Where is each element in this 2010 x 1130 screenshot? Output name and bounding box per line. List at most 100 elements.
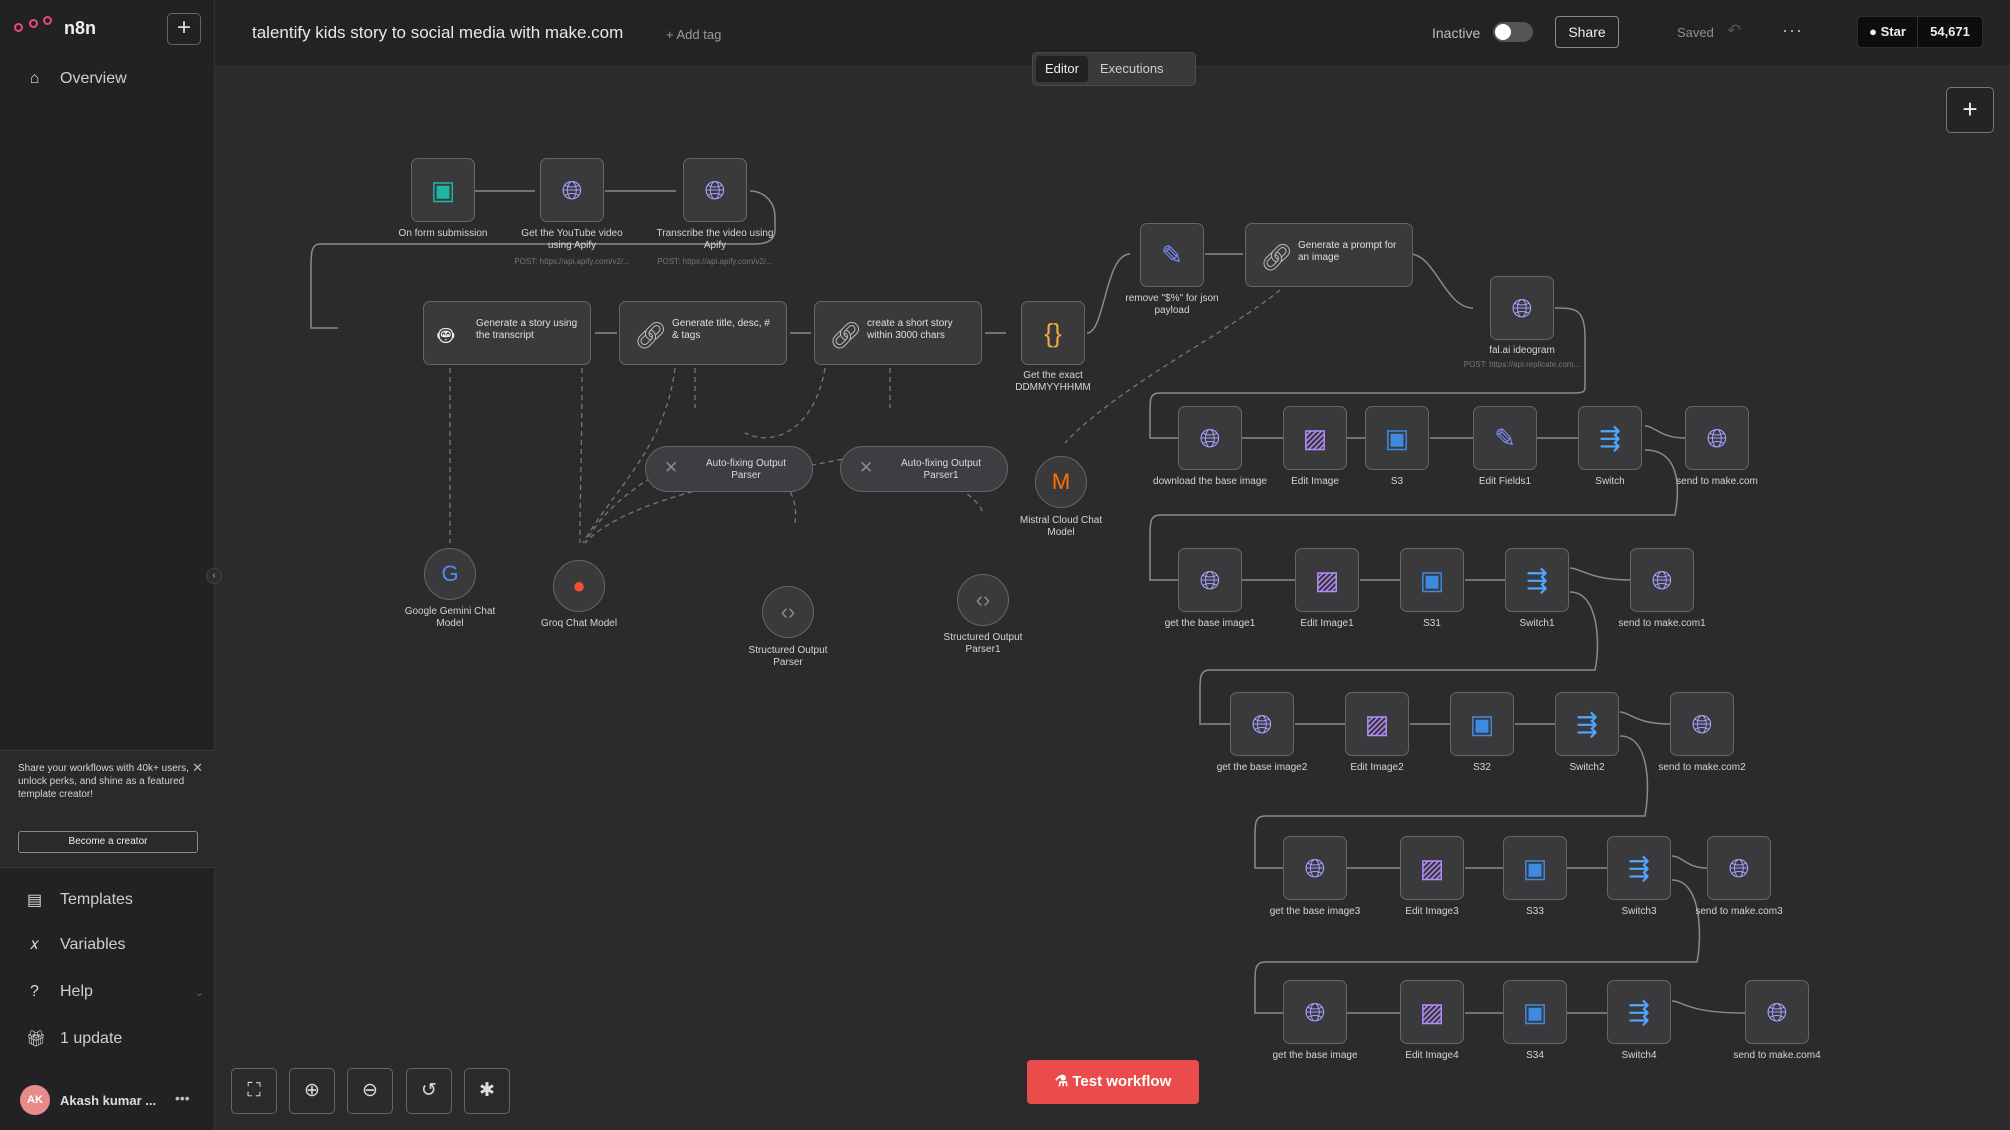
add-tag-button[interactable]: + Add tag: [666, 27, 722, 42]
s3-node[interactable]: ▣: [1400, 548, 1464, 612]
gemini-model-node[interactable]: G: [424, 548, 476, 600]
switch-node[interactable]: ⇶: [1578, 406, 1642, 470]
edit-image-node[interactable]: ▨: [1345, 692, 1409, 756]
edit-image-node[interactable]: ▨: [1283, 406, 1347, 470]
saved-status: Saved: [1677, 25, 1714, 40]
sidebar-item-label: Help: [60, 983, 93, 1000]
node-subtitle: POST: https://api.apify.com/v2/...: [514, 257, 630, 266]
image-icon: ▨: [1419, 853, 1445, 883]
add-node-button[interactable]: +: [1946, 87, 1994, 133]
http-request-node[interactable]: 🌐︎: [540, 158, 604, 222]
output-parser-node[interactable]: ✕ Auto-fixing Output Parser: [645, 446, 813, 492]
http-request-node[interactable]: 🌐︎: [1670, 692, 1734, 756]
structured-parser-node[interactable]: ‹›: [957, 574, 1009, 626]
node-label: get the base image2: [1216, 762, 1308, 773]
edit-image-node[interactable]: ▨: [1400, 836, 1464, 900]
home-icon: ⌂: [29, 70, 40, 87]
google-icon: G: [441, 561, 459, 586]
node-label: get the base image: [1272, 1050, 1358, 1061]
globe-icon: 🌐︎: [1728, 853, 1750, 883]
node-label: send to make.com: [1676, 476, 1758, 487]
edit-image-node[interactable]: ▨: [1295, 548, 1359, 612]
set-node[interactable]: ✎: [1140, 223, 1204, 287]
llm-chain-node[interactable]: 🔗︎ create a short story within 3000 char…: [814, 301, 982, 365]
more-options-icon[interactable]: ···: [1782, 20, 1803, 40]
pencil-icon: ✎: [1494, 423, 1516, 453]
http-request-node[interactable]: 🌐︎: [1230, 692, 1294, 756]
debug-icon[interactable]: ✱: [464, 1068, 510, 1114]
http-request-node[interactable]: 🌐︎: [1630, 548, 1694, 612]
http-request-node[interactable]: 🌐︎: [1178, 406, 1242, 470]
s3-node[interactable]: ▣: [1450, 692, 1514, 756]
switch-node[interactable]: ⇶: [1505, 548, 1569, 612]
node-label: Auto-fixing Output Parser1: [900, 458, 982, 481]
code-icon: ‹›: [975, 587, 991, 612]
switch-node[interactable]: ⇶: [1555, 692, 1619, 756]
groq-model-node[interactable]: ●: [553, 560, 605, 612]
active-toggle[interactable]: [1493, 22, 1533, 42]
http-request-node[interactable]: 🌐︎: [1745, 980, 1809, 1044]
tab-editor[interactable]: Editor: [1036, 56, 1088, 82]
github-star-button[interactable]: ● Star 54,671: [1857, 16, 1983, 48]
sidebar-item-templates[interactable]: ▤ Templates: [26, 890, 133, 910]
star-count: 54,671: [1930, 24, 1970, 39]
http-request-node[interactable]: 🌐︎: [1283, 980, 1347, 1044]
variables-icon: 𝑥: [30, 936, 39, 953]
form-trigger-node[interactable]: ▣: [411, 158, 475, 222]
test-workflow-button[interactable]: ⚗ Test workflow: [1027, 1060, 1199, 1104]
sidebar-item-variables[interactable]: 𝑥 Variables: [26, 936, 125, 954]
reset-zoom-icon[interactable]: ↺: [406, 1068, 452, 1114]
http-request-node[interactable]: 🌐︎: [1490, 276, 1554, 340]
node-label: Auto-fixing Output Parser: [705, 458, 787, 481]
structured-parser-node[interactable]: ‹›: [762, 586, 814, 638]
node-label: S3: [1390, 476, 1404, 487]
node-label: Transcribe the video using Apify: [656, 228, 774, 251]
sidebar-item-update[interactable]: 🎁︎ 1 update: [26, 1029, 122, 1049]
llm-chain-node[interactable]: 🔗︎ Generate title, desc, # & tags: [619, 301, 787, 365]
collapse-sidebar-icon[interactable]: ‹: [206, 568, 222, 584]
n8n-logo-icon: [14, 16, 56, 40]
share-button[interactable]: Share: [1555, 16, 1619, 48]
set-node[interactable]: ✎: [1473, 406, 1537, 470]
zoom-out-icon[interactable]: ⊖: [347, 1068, 393, 1114]
become-creator-button[interactable]: Become a creator: [18, 831, 198, 853]
github-icon: ●: [1869, 24, 1877, 39]
close-icon[interactable]: ✕: [192, 760, 203, 775]
bucket-icon: ▣: [1384, 423, 1410, 453]
http-request-node[interactable]: 🌐︎: [683, 158, 747, 222]
edit-image-node[interactable]: ▨: [1400, 980, 1464, 1044]
user-menu[interactable]: AK Akash kumar ...: [20, 1085, 156, 1115]
switch-node[interactable]: ⇶: [1607, 836, 1671, 900]
ai-agent-node[interactable]: 🤖︎ Generate a story using the transcript: [423, 301, 591, 365]
wrench-icon: ✕: [859, 458, 874, 477]
http-request-node[interactable]: 🌐︎: [1283, 836, 1347, 900]
test-workflow-label: Test workflow: [1072, 1073, 1172, 1090]
globe-icon: 🌐︎: [1304, 853, 1326, 883]
s3-node[interactable]: ▣: [1503, 836, 1567, 900]
workflow-canvas[interactable]: ▣ On form submission 🌐︎ Get the YouTube …: [215, 68, 2010, 1130]
switch-node[interactable]: ⇶: [1607, 980, 1671, 1044]
help-icon: ?: [30, 983, 39, 1000]
zoom-in-icon[interactable]: ⊕: [289, 1068, 335, 1114]
llm-chain-node[interactable]: 🔗︎ Generate a prompt for an image: [1245, 223, 1413, 287]
mistral-model-node[interactable]: M: [1035, 456, 1087, 508]
http-request-node[interactable]: 🌐︎: [1178, 548, 1242, 612]
node-label: send to make.com2: [1658, 762, 1746, 773]
http-request-node[interactable]: 🌐︎: [1685, 406, 1749, 470]
n8n-logo[interactable]: n8n: [14, 16, 96, 40]
http-request-node[interactable]: 🌐︎: [1707, 836, 1771, 900]
code-node[interactable]: {}: [1021, 301, 1085, 365]
sidebar-item-overview[interactable]: ⌂ Overview: [26, 70, 127, 88]
create-button[interactable]: +: [167, 13, 201, 45]
tab-executions[interactable]: Executions: [1099, 61, 1164, 76]
workflow-title[interactable]: talentify kids story to social media wit…: [252, 23, 624, 42]
sidebar-item-help[interactable]: ? Help ⌄: [26, 983, 204, 1001]
s3-node[interactable]: ▣: [1503, 980, 1567, 1044]
globe-icon: 🌐︎: [1691, 709, 1713, 739]
fit-view-icon[interactable]: ⛶: [231, 1068, 277, 1114]
more-icon[interactable]: •••: [175, 1090, 190, 1106]
output-parser-node[interactable]: ✕ Auto-fixing Output Parser1: [840, 446, 1008, 492]
undo-icon[interactable]: ↶: [1727, 21, 1742, 40]
s3-node[interactable]: ▣: [1365, 406, 1429, 470]
globe-icon: 🌐︎: [1766, 997, 1788, 1027]
